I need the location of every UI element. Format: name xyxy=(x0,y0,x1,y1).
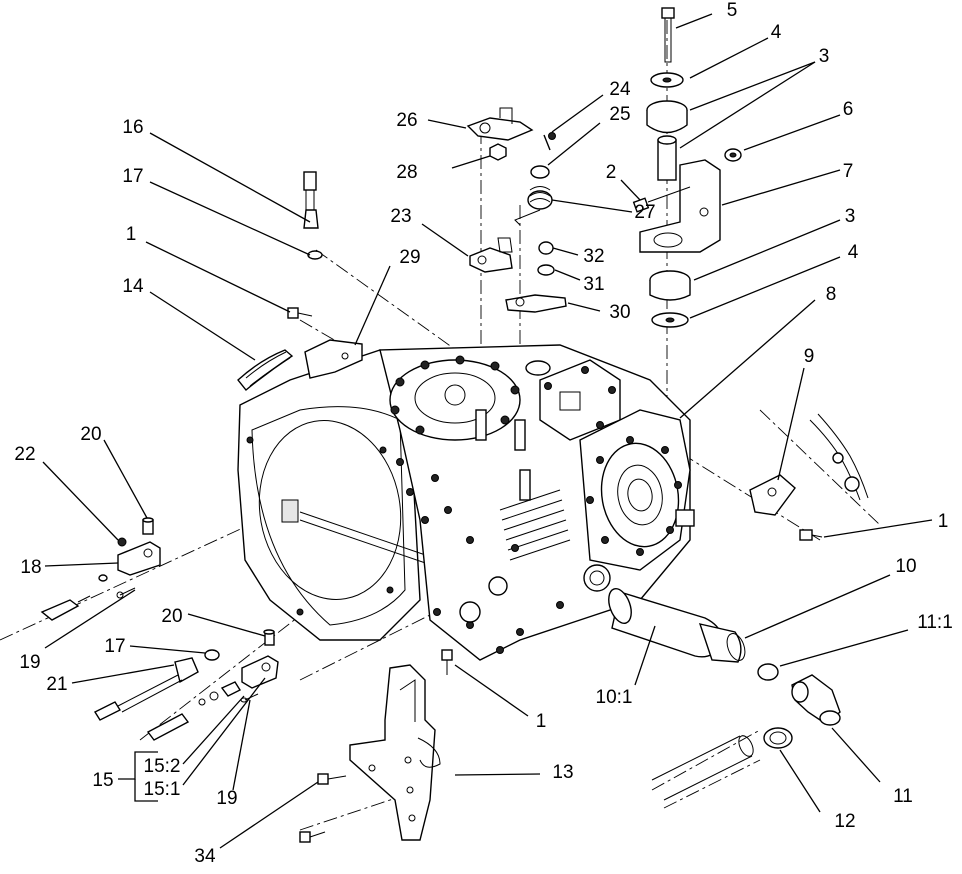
callout-1-right: 1 xyxy=(938,511,949,532)
transaxle-housing xyxy=(237,344,695,661)
callout-5: 5 xyxy=(727,0,738,21)
callout-12: 12 xyxy=(834,811,855,832)
callout-19-left: 19 xyxy=(19,652,40,673)
callout-19-lower: 19 xyxy=(216,788,237,809)
callout-1-upper: 1 xyxy=(126,224,137,245)
callout-4-top: 4 xyxy=(771,22,782,43)
left-lower-parts xyxy=(40,517,279,741)
callout-34: 34 xyxy=(194,846,216,867)
callout-2: 2 xyxy=(606,162,617,183)
callout-3-top: 3 xyxy=(819,46,830,67)
callout-32: 32 xyxy=(583,246,604,267)
callout-28: 28 xyxy=(396,162,417,183)
left-upper-parts xyxy=(237,171,363,391)
callout-26: 26 xyxy=(396,110,417,131)
callout-18: 18 xyxy=(20,557,41,578)
callout-20-lower: 20 xyxy=(161,606,182,627)
callout-10: 10 xyxy=(895,556,916,577)
callout-22: 22 xyxy=(14,444,35,465)
callout-24: 24 xyxy=(609,79,631,100)
callout-6: 6 xyxy=(843,99,854,120)
callout-21: 21 xyxy=(46,674,67,695)
callout-1-lower: 1 xyxy=(536,711,547,732)
callout-13: 13 xyxy=(552,762,573,783)
callout-25: 25 xyxy=(609,104,630,125)
mount-stack xyxy=(632,7,742,328)
callout-16: 16 xyxy=(122,117,143,138)
callout-10-1: 10:1 xyxy=(596,687,633,708)
callout-31: 31 xyxy=(583,274,604,295)
callout-9: 9 xyxy=(804,346,815,367)
callout-11-1: 11:1 xyxy=(917,612,953,633)
callout-15-1: 15:1 xyxy=(144,779,181,800)
shift-linkage xyxy=(466,107,567,313)
callout-23: 23 xyxy=(390,206,411,227)
callout-8: 8 xyxy=(826,284,837,305)
callout-7: 7 xyxy=(843,161,854,182)
callout-15: 15 xyxy=(92,770,113,791)
callout-15-2: 15:2 xyxy=(144,756,181,777)
leader-lines xyxy=(42,13,933,849)
callout-4-bottom: 4 xyxy=(848,242,859,263)
callout-27: 27 xyxy=(634,202,655,223)
callout-labels: 5 4 3 6 24 25 26 28 16 2 7 17 27 23 32 3… xyxy=(14,0,952,867)
callout-29: 29 xyxy=(399,247,420,268)
callout-11: 11 xyxy=(893,786,913,807)
callout-3-bottom: 3 xyxy=(845,206,856,227)
right-parts xyxy=(608,413,869,801)
bottom-parts xyxy=(299,649,453,843)
callout-14: 14 xyxy=(122,276,144,297)
callout-20-upper: 20 xyxy=(80,424,101,445)
callout-17-top: 17 xyxy=(122,166,143,187)
callout-17-lower: 17 xyxy=(104,636,125,657)
callout-30: 30 xyxy=(609,302,630,323)
